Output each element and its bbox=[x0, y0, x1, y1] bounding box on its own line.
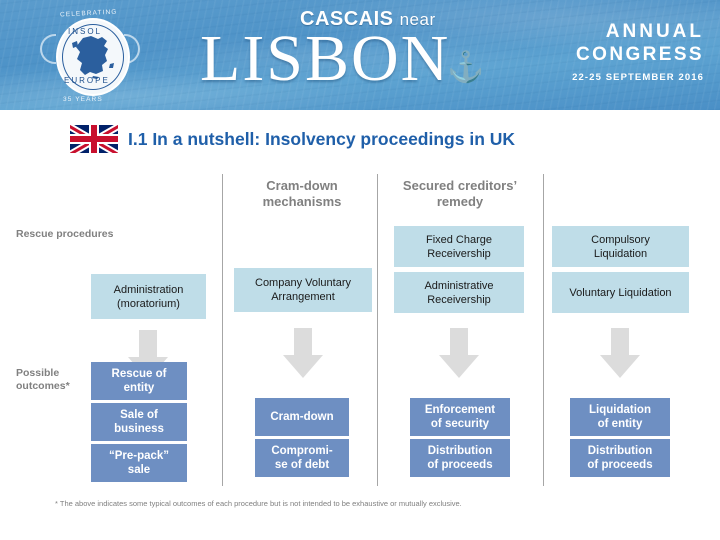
uk-flag-icon bbox=[70, 125, 118, 153]
procedure-box-administrative-receivership[interactable]: Administrative Receivership bbox=[394, 272, 524, 313]
outcome-box-compromise-line1: Compromi- bbox=[271, 445, 333, 457]
congress-line1: ANNUAL bbox=[605, 21, 704, 42]
column-header-secured-creditors-line1: Secured creditors’ bbox=[402, 178, 518, 193]
procedure-box-compulsory-liquidation-line1: Compulsory bbox=[591, 233, 650, 246]
procedure-box-fixed-charge-line2: Receivership bbox=[427, 247, 491, 260]
column-separator-2 bbox=[377, 174, 378, 486]
outcome-box-distribution-receivership-line2: of proceeds bbox=[427, 459, 493, 471]
insolvency-proceedings-diagram: Cram-down mechanisms Secured creditors’ … bbox=[0, 168, 720, 498]
cascais-text: CASCAIS bbox=[300, 8, 394, 30]
outcome-box-sale-of-business[interactable]: Sale of business bbox=[91, 403, 187, 441]
outcome-box-cram-down[interactable]: Cram-down bbox=[255, 398, 349, 436]
outcome-box-pre-pack-sale[interactable]: “Pre-pack” sale bbox=[91, 444, 187, 482]
procedure-box-administration-line2: (moratorium) bbox=[117, 297, 180, 310]
row-label-possible-outcomes: Possible outcomes* bbox=[16, 367, 70, 393]
procedure-box-compulsory-liquidation-line2: Liquidation bbox=[593, 247, 648, 260]
outcome-box-rescue-of-entity[interactable]: Rescue of entity bbox=[91, 362, 187, 400]
logo-ring-inner bbox=[62, 24, 124, 90]
outcome-box-liquidation-of-entity-line2: of entity bbox=[597, 418, 643, 430]
outcome-box-distribution-of-proceeds-liquidation[interactable]: Distribution of proceeds bbox=[570, 439, 670, 477]
outcome-box-rescue-of-entity-line2: entity bbox=[123, 382, 155, 394]
procedure-box-fixed-charge-receivership[interactable]: Fixed Charge Receivership bbox=[394, 226, 524, 267]
column-header-cram-down: Cram-down mechanisms bbox=[232, 178, 372, 210]
page-title: I.1 In a nutshell: Insolvency proceeding… bbox=[128, 128, 516, 149]
congress-line2: CONGRESS bbox=[576, 44, 704, 65]
column-header-cram-down-line2: mechanisms bbox=[262, 194, 342, 209]
procedure-box-administration[interactable]: Administration (moratorium) bbox=[91, 274, 206, 319]
procedure-box-fixed-charge-line1: Fixed Charge bbox=[425, 233, 493, 246]
outcome-box-enforcement-line1: Enforcement bbox=[424, 404, 496, 416]
procedure-box-company-voluntary-arrangement[interactable]: Company Voluntary Arrangement bbox=[234, 268, 372, 312]
procedure-box-administrative-receivership-line2: Receivership bbox=[427, 293, 491, 306]
row-label-possible-outcomes-line1: Possible bbox=[16, 367, 60, 379]
outcome-box-pre-pack-sale-line2: sale bbox=[127, 464, 151, 476]
logo-top-text: CELEBRATING bbox=[59, 8, 118, 19]
outcome-box-sale-of-business-line2: business bbox=[114, 423, 164, 435]
outcome-box-enforcement-line2: of security bbox=[430, 418, 490, 430]
outcome-box-compromise-of-debt[interactable]: Compromi- se of debt bbox=[255, 439, 349, 477]
procedure-box-cva-line2: Arrangement bbox=[271, 291, 335, 303]
row-label-possible-outcomes-line2: outcomes* bbox=[16, 380, 70, 392]
outcome-box-distribution-liquidation-line2: of proceeds bbox=[587, 459, 653, 471]
procedure-box-voluntary-liquidation-line1: Voluntary Liquidation bbox=[569, 286, 672, 299]
outcome-box-distribution-liquidation-line1: Distribution bbox=[587, 445, 653, 457]
outcome-box-cram-down-line1: Cram-down bbox=[270, 411, 334, 423]
column-separator-3 bbox=[543, 174, 544, 486]
logo-swirl-left-icon bbox=[40, 34, 56, 64]
footnote: * The above indicates some typical outco… bbox=[55, 499, 462, 508]
outcome-box-rescue-of-entity-line1: Rescue of bbox=[111, 368, 167, 380]
logo-brand-top: INSOL bbox=[68, 27, 103, 36]
city-wordmark: CASCAIS near LISBON ⚓ bbox=[200, 6, 554, 106]
outcome-box-distribution-of-proceeds-receivership[interactable]: Distribution of proceeds bbox=[410, 439, 510, 477]
procedure-box-compulsory-liquidation[interactable]: Compulsory Liquidation bbox=[552, 226, 689, 267]
insol-europe-logo: CELEBRATING INSOL EUROPE 35 YEARS bbox=[38, 8, 142, 106]
outcome-box-pre-pack-sale-line1: “Pre-pack” bbox=[108, 450, 170, 462]
down-arrow-liquidation bbox=[600, 328, 640, 378]
logo-brand-bottom: EUROPE bbox=[64, 76, 110, 85]
near-text: near bbox=[399, 10, 436, 29]
slide-title-row: I.1 In a nutshell: Insolvency proceeding… bbox=[70, 122, 515, 156]
outcome-box-liquidation-of-entity-line1: Liquidation bbox=[589, 404, 651, 416]
procedure-box-cva-line1: Company Voluntary bbox=[255, 277, 351, 289]
outcome-box-distribution-receivership-line1: Distribution bbox=[427, 445, 493, 457]
column-header-secured-creditors: Secured creditors’ remedy bbox=[380, 178, 540, 210]
column-header-secured-creditors-line2: remedy bbox=[436, 194, 484, 209]
procedure-box-voluntary-liquidation[interactable]: Voluntary Liquidation bbox=[552, 272, 689, 313]
congress-dates: 22-25 SEPTEMBER 2016 bbox=[572, 72, 704, 83]
logo-bottom-text: 35 YEARS bbox=[63, 96, 103, 103]
procedure-box-administrative-receivership-line1: Administrative bbox=[424, 279, 494, 292]
outcome-box-sale-of-business-line1: Sale of bbox=[120, 409, 158, 421]
anchor-icon: ⚓ bbox=[447, 51, 485, 84]
congress-header-banner: CELEBRATING INSOL EUROPE 35 YEARS CASCAI… bbox=[0, 0, 720, 110]
outcome-box-enforcement-of-security[interactable]: Enforcement of security bbox=[410, 398, 510, 436]
cascais-label: CASCAIS near bbox=[300, 8, 436, 31]
down-arrow-receivership bbox=[439, 328, 479, 378]
congress-title-block: ANNUAL CONGRESS 22-25 SEPTEMBER 2016 bbox=[572, 20, 704, 83]
europe-map-icon bbox=[72, 36, 114, 79]
down-arrow-cva bbox=[283, 328, 323, 378]
row-label-rescue-procedures: Rescue procedures bbox=[16, 228, 114, 240]
column-header-cram-down-line1: Cram-down bbox=[266, 178, 338, 193]
outcome-box-liquidation-of-entity[interactable]: Liquidation of entity bbox=[570, 398, 670, 436]
lisbon-wordmark: LISBON bbox=[200, 22, 451, 95]
column-separator-1 bbox=[222, 174, 223, 486]
procedure-box-administration-line1: Administration bbox=[113, 283, 184, 296]
outcome-box-compromise-line2: se of debt bbox=[274, 459, 330, 471]
